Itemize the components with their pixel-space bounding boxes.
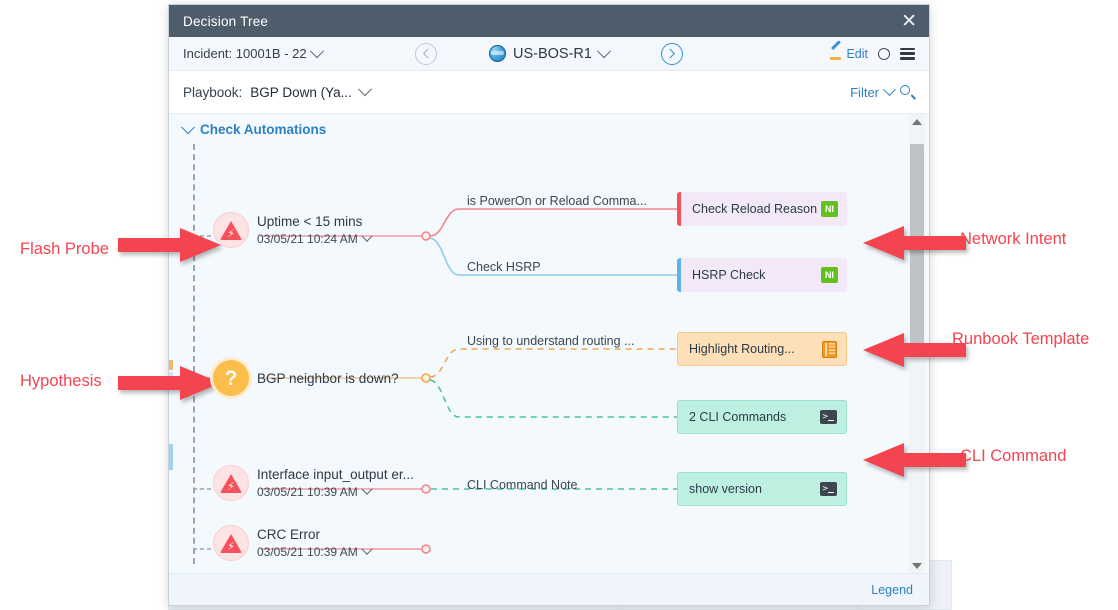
node-card-show-version[interactable]: show version	[677, 472, 847, 506]
node-timestamp-text: 03/05/21 10:39 AM	[257, 485, 358, 499]
node-card-highlight-routing[interactable]: Highlight Routing...	[677, 332, 847, 366]
triangle-down-icon	[912, 563, 922, 569]
tree-spine	[193, 144, 195, 564]
chevron-down-icon	[309, 43, 324, 58]
hypothesis-icon: ?	[213, 360, 249, 396]
device-navigation: US-BOS-R1	[169, 42, 929, 65]
node-title: BGP neighbor is down?	[257, 370, 399, 386]
toolbar-actions: Edit	[830, 47, 915, 61]
edge-label: Check HSRP	[467, 260, 541, 274]
device-name: US-BOS-R1	[513, 45, 592, 62]
filter-control[interactable]: Filter	[850, 82, 915, 100]
edit-button[interactable]: Edit	[830, 47, 868, 61]
node-timestamp[interactable]: 03/05/21 10:39 AM	[257, 543, 373, 559]
card-title: show version	[689, 482, 762, 496]
next-device-button[interactable]	[660, 42, 683, 65]
annotation-arrow-left	[863, 443, 966, 477]
node-timestamp-text: 03/05/21 10:39 AM	[257, 545, 358, 559]
annotation-arrow-left	[863, 333, 966, 367]
chevron-down-icon	[361, 543, 373, 555]
terminal-icon	[820, 410, 837, 424]
tree-node-hypothesis[interactable]: ? BGP neighbor is down?	[213, 360, 399, 396]
playbook-toolbar: Playbook: BGP Down (Ya... Filter	[169, 71, 929, 113]
hamburger-menu-icon[interactable]	[900, 47, 915, 60]
network-intent-icon: NI	[821, 267, 838, 283]
section-header-check-automations[interactable]: Check Automations	[180, 119, 327, 137]
search-icon[interactable]	[900, 84, 915, 100]
card-title: Highlight Routing...	[689, 342, 795, 356]
incident-selector[interactable]: Incident: 10001B - 22	[183, 43, 324, 61]
playbook-selector[interactable]: Playbook: BGP Down (Ya...	[183, 82, 372, 100]
dialog-footer: Legend	[169, 573, 929, 605]
dialog-titlebar: Decision Tree ✕	[169, 5, 929, 37]
annotation-arrow-right	[118, 366, 221, 400]
tree-node-flash-probe[interactable]: ⚡ Interface input_output er... 03/05/21 …	[213, 465, 414, 501]
incident-toolbar: Incident: 10001B - 22 US-BOS-R1 Edit	[169, 37, 929, 71]
decision-tree-canvas: Check Automations	[169, 113, 929, 574]
terminal-icon	[820, 482, 837, 496]
edge-tab-orange	[169, 360, 173, 370]
legend-link[interactable]: Legend	[871, 582, 913, 597]
decision-tree-dialog: Decision Tree ✕ Incident: 10001B - 22 US…	[168, 4, 930, 606]
edge-label: is PowerOn or Reload Comma...	[467, 194, 647, 208]
annotation-flash-probe: Flash Probe	[20, 240, 109, 258]
device-selector[interactable]: US-BOS-R1	[489, 43, 612, 62]
close-icon[interactable]: ✕	[901, 9, 917, 32]
chevron-down-icon	[357, 82, 372, 97]
section-title: Check Automations	[200, 122, 327, 137]
card-title: HSRP Check	[692, 268, 766, 282]
tree-node-flash-probe[interactable]: ⚡ Uptime < 15 mins 03/05/21 10:24 AM	[213, 212, 373, 248]
card-title: 2 CLI Commands	[689, 410, 787, 424]
card-title: Check Reload Reason	[692, 202, 818, 216]
pencil-icon	[830, 47, 843, 60]
triangle-up-icon	[912, 119, 922, 125]
node-card-2-cli-commands[interactable]: 2 CLI Commands	[677, 400, 847, 434]
node-title: Interface input_output er...	[257, 467, 414, 482]
flash-probe-icon: ⚡	[213, 525, 249, 561]
node-timestamp-text: 03/05/21 10:24 AM	[257, 232, 358, 246]
scroll-up-button[interactable]	[909, 114, 925, 130]
chevron-down-icon	[361, 483, 373, 495]
edge-label: Using to understand routing ...	[467, 334, 635, 348]
edit-label: Edit	[846, 46, 868, 61]
chevron-down-icon	[361, 230, 373, 242]
annotation-hypothesis: Hypothesis	[20, 372, 102, 390]
dialog-title: Decision Tree	[183, 13, 269, 29]
chevron-down-icon	[180, 119, 196, 134]
annotation-runbook-template: Runbook Template	[952, 330, 1090, 348]
scroll-down-button[interactable]	[909, 558, 925, 574]
chevron-down-icon	[596, 43, 612, 58]
router-icon	[489, 45, 507, 62]
incident-label: Incident: 10001B - 22	[183, 46, 307, 61]
chevron-right-icon	[665, 48, 676, 59]
flash-probe-icon: ⚡	[213, 465, 249, 501]
annotation-arrow-right	[118, 228, 221, 262]
node-card-hsrp-check[interactable]: HSRP Check NI	[677, 258, 847, 292]
node-title: Uptime < 15 mins	[257, 214, 363, 229]
tree-node-flash-probe[interactable]: ⚡ CRC Error 03/05/21 10:39 AM	[213, 525, 373, 561]
node-timestamp[interactable]: 03/05/21 10:24 AM	[257, 230, 373, 246]
edge-label: CLI Command Note	[467, 478, 578, 492]
network-intent-icon: NI	[821, 201, 838, 217]
playbook-label: Playbook:	[183, 84, 243, 100]
annotation-network-intent: Network Intent	[960, 230, 1067, 248]
filter-label: Filter	[850, 84, 879, 100]
flash-probe-icon: ⚡	[213, 212, 249, 248]
notebook-icon	[822, 340, 837, 358]
chevron-left-icon	[422, 48, 433, 59]
node-title: CRC Error	[257, 527, 320, 542]
annotation-cli-command: CLI Command	[960, 447, 1067, 465]
chevron-down-icon	[883, 82, 896, 96]
prev-device-button[interactable]	[415, 42, 438, 65]
playbook-value: BGP Down (Ya...	[250, 84, 352, 100]
annotation-arrow-left	[863, 226, 966, 260]
node-timestamp[interactable]: 03/05/21 10:39 AM	[257, 483, 414, 499]
node-card-check-reload-reason[interactable]: Check Reload Reason NI	[677, 192, 847, 226]
edge-tab-blue	[169, 444, 173, 470]
sync-icon[interactable]	[877, 47, 891, 61]
